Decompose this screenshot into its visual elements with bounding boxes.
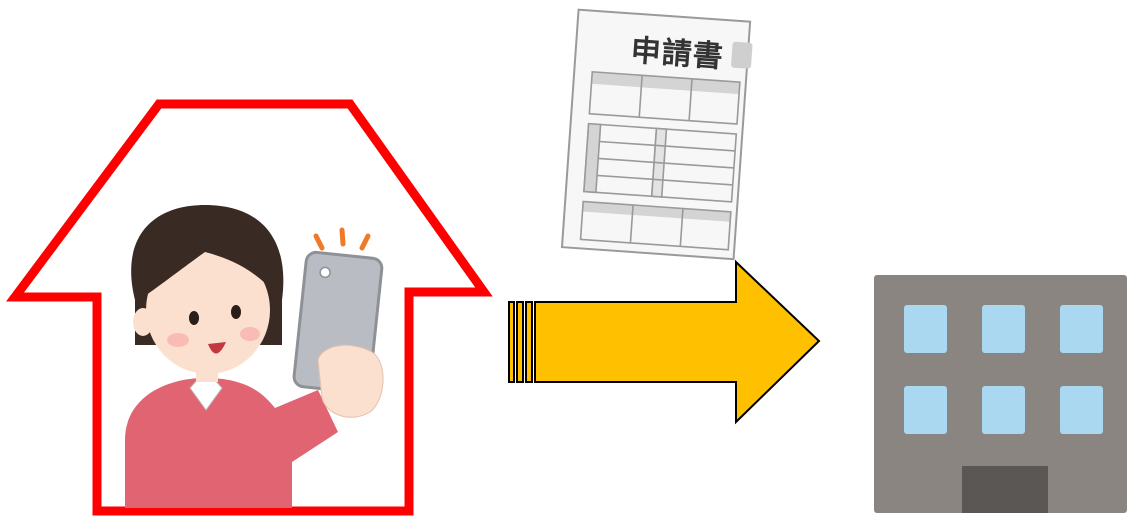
form-title: 申請書 [630, 33, 725, 74]
office-building-icon [874, 275, 1127, 513]
right-arrow-icon [509, 262, 819, 422]
application-form-icon: 申請書 [562, 10, 754, 260]
woman-with-smartphone-icon [125, 205, 383, 508]
